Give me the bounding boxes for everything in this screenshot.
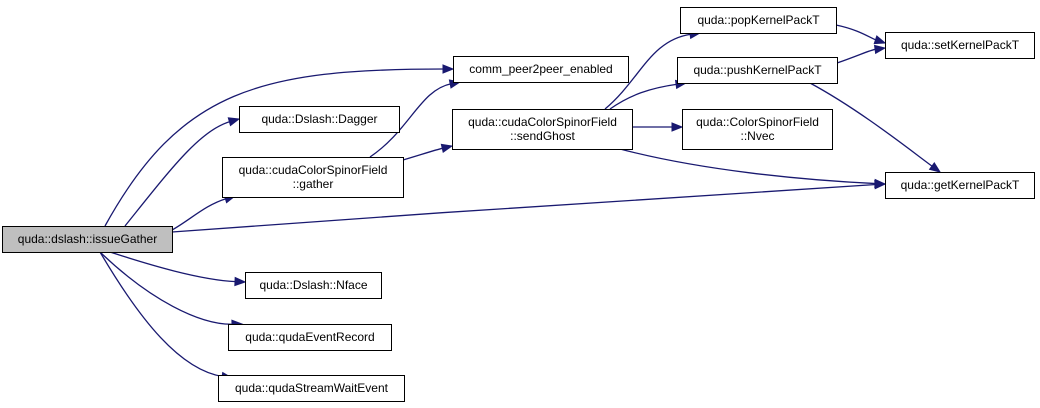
node-popKernel[interactable]: quda::popKernelPackT <box>680 7 837 34</box>
edge-arrowhead <box>873 44 887 55</box>
edge-issueGather-to-gather <box>171 194 237 231</box>
node-label-line: quda::cudaColorSpinorField <box>468 115 617 129</box>
edge-line <box>369 83 452 158</box>
edge-gather-to-sendGhost <box>402 143 454 161</box>
edge-line <box>836 48 877 64</box>
node-label-line: quda::qudaStreamWaitEvent <box>235 381 389 395</box>
edge-pushKernel-to-getKernel <box>809 82 942 173</box>
edge-arrowhead <box>671 122 684 132</box>
edge-sendGhost-to-nvec <box>632 122 684 132</box>
edge-line <box>104 68 445 227</box>
edges-layer <box>99 24 942 382</box>
edge-line <box>402 147 444 161</box>
node-box <box>222 157 404 198</box>
node-box <box>245 272 382 299</box>
node-nface[interactable]: quda::Dslash::Nface <box>245 272 382 299</box>
edge-line <box>835 24 877 41</box>
node-label-line: quda::Dslash::Nface <box>259 278 367 292</box>
edge-line <box>171 197 227 231</box>
edge-issueGather-to-eventRecord <box>99 251 244 329</box>
edge-sendGhost-to-pushKernel <box>609 79 688 110</box>
edge-issueGather-to-comm_p2p <box>104 64 455 227</box>
edge-line <box>99 251 234 325</box>
node-box <box>885 172 1035 199</box>
node-label-line: quda::popKernelPackT <box>697 13 820 27</box>
node-getKernel[interactable]: quda::getKernelPackT <box>885 172 1035 199</box>
edge-issueGather-to-dagger <box>124 117 241 227</box>
node-box <box>239 106 400 133</box>
node-box <box>228 324 392 351</box>
edge-line <box>809 82 934 168</box>
edge-line <box>609 83 678 110</box>
node-box <box>453 56 629 83</box>
node-label-line: quda::Dslash::Dagger <box>261 112 377 126</box>
node-label-line: quda::qudaEventRecord <box>245 330 374 344</box>
node-label-line: quda::getKernelPackT <box>901 178 1020 192</box>
node-pushKernel[interactable]: quda::pushKernelPackT <box>677 57 838 84</box>
node-gather[interactable]: quda::cudaColorSpinorField::gather <box>222 157 404 198</box>
edge-arrowhead <box>928 161 942 173</box>
edge-line <box>109 251 237 283</box>
node-box <box>677 57 838 84</box>
edge-popKernel-to-setKernel <box>835 24 887 45</box>
node-box <box>2 226 173 253</box>
node-dagger[interactable]: quda::Dslash::Dagger <box>239 106 400 133</box>
node-label-line: quda::cudaColorSpinorField <box>239 163 388 177</box>
node-nvec[interactable]: quda::ColorSpinorField::Nvec <box>682 109 833 150</box>
node-label-line: quda::pushKernelPackT <box>693 63 822 77</box>
nodes-layer: quda::dslash::issueGather comm_peer2peer_… <box>2 7 1035 402</box>
node-box <box>452 109 633 150</box>
node-label-line: comm_peer2peer_enabled <box>469 62 612 76</box>
edge-arrowhead <box>442 64 455 74</box>
node-setKernel[interactable]: quda::setKernelPackT <box>885 32 1035 59</box>
node-label-line: ::sendGhost <box>510 129 575 143</box>
node-box <box>682 109 833 150</box>
node-comm_p2p[interactable]: comm_peer2peer_enabled <box>453 56 629 83</box>
node-issueGather[interactable]: quda::dslash::issueGather <box>2 226 173 253</box>
edge-issueGather-to-streamWait <box>99 251 234 382</box>
edge-pushKernel-to-setKernel <box>836 44 887 64</box>
edge-sendGhost-to-getKernel <box>619 148 887 189</box>
edge-arrowhead <box>227 117 241 127</box>
node-label-line: ::Nvec <box>740 129 774 143</box>
edge-arrowhead <box>874 178 887 189</box>
edge-line <box>619 148 877 185</box>
node-box <box>680 7 837 34</box>
node-label-line: ::gather <box>293 177 334 191</box>
node-label-line: quda::ColorSpinorField <box>696 115 819 129</box>
edge-arrowhead <box>873 35 887 45</box>
edge-line <box>99 251 224 378</box>
node-sendGhost[interactable]: quda::cudaColorSpinorField::sendGhost <box>452 109 633 150</box>
node-streamWait[interactable]: quda::qudaStreamWaitEvent <box>218 375 405 402</box>
edge-arrowhead <box>440 143 454 154</box>
edge-line <box>604 33 692 110</box>
edge-issueGather-to-nface <box>109 251 247 287</box>
node-eventRecord[interactable]: quda::qudaEventRecord <box>228 324 392 351</box>
node-label-line: quda::setKernelPackT <box>901 38 1020 52</box>
edge-arrowhead <box>234 276 247 287</box>
node-box <box>218 375 405 402</box>
node-box <box>885 32 1035 59</box>
edge-line <box>171 183 877 233</box>
node-label-line: quda::dslash::issueGather <box>18 232 157 246</box>
edge-line <box>124 120 231 227</box>
